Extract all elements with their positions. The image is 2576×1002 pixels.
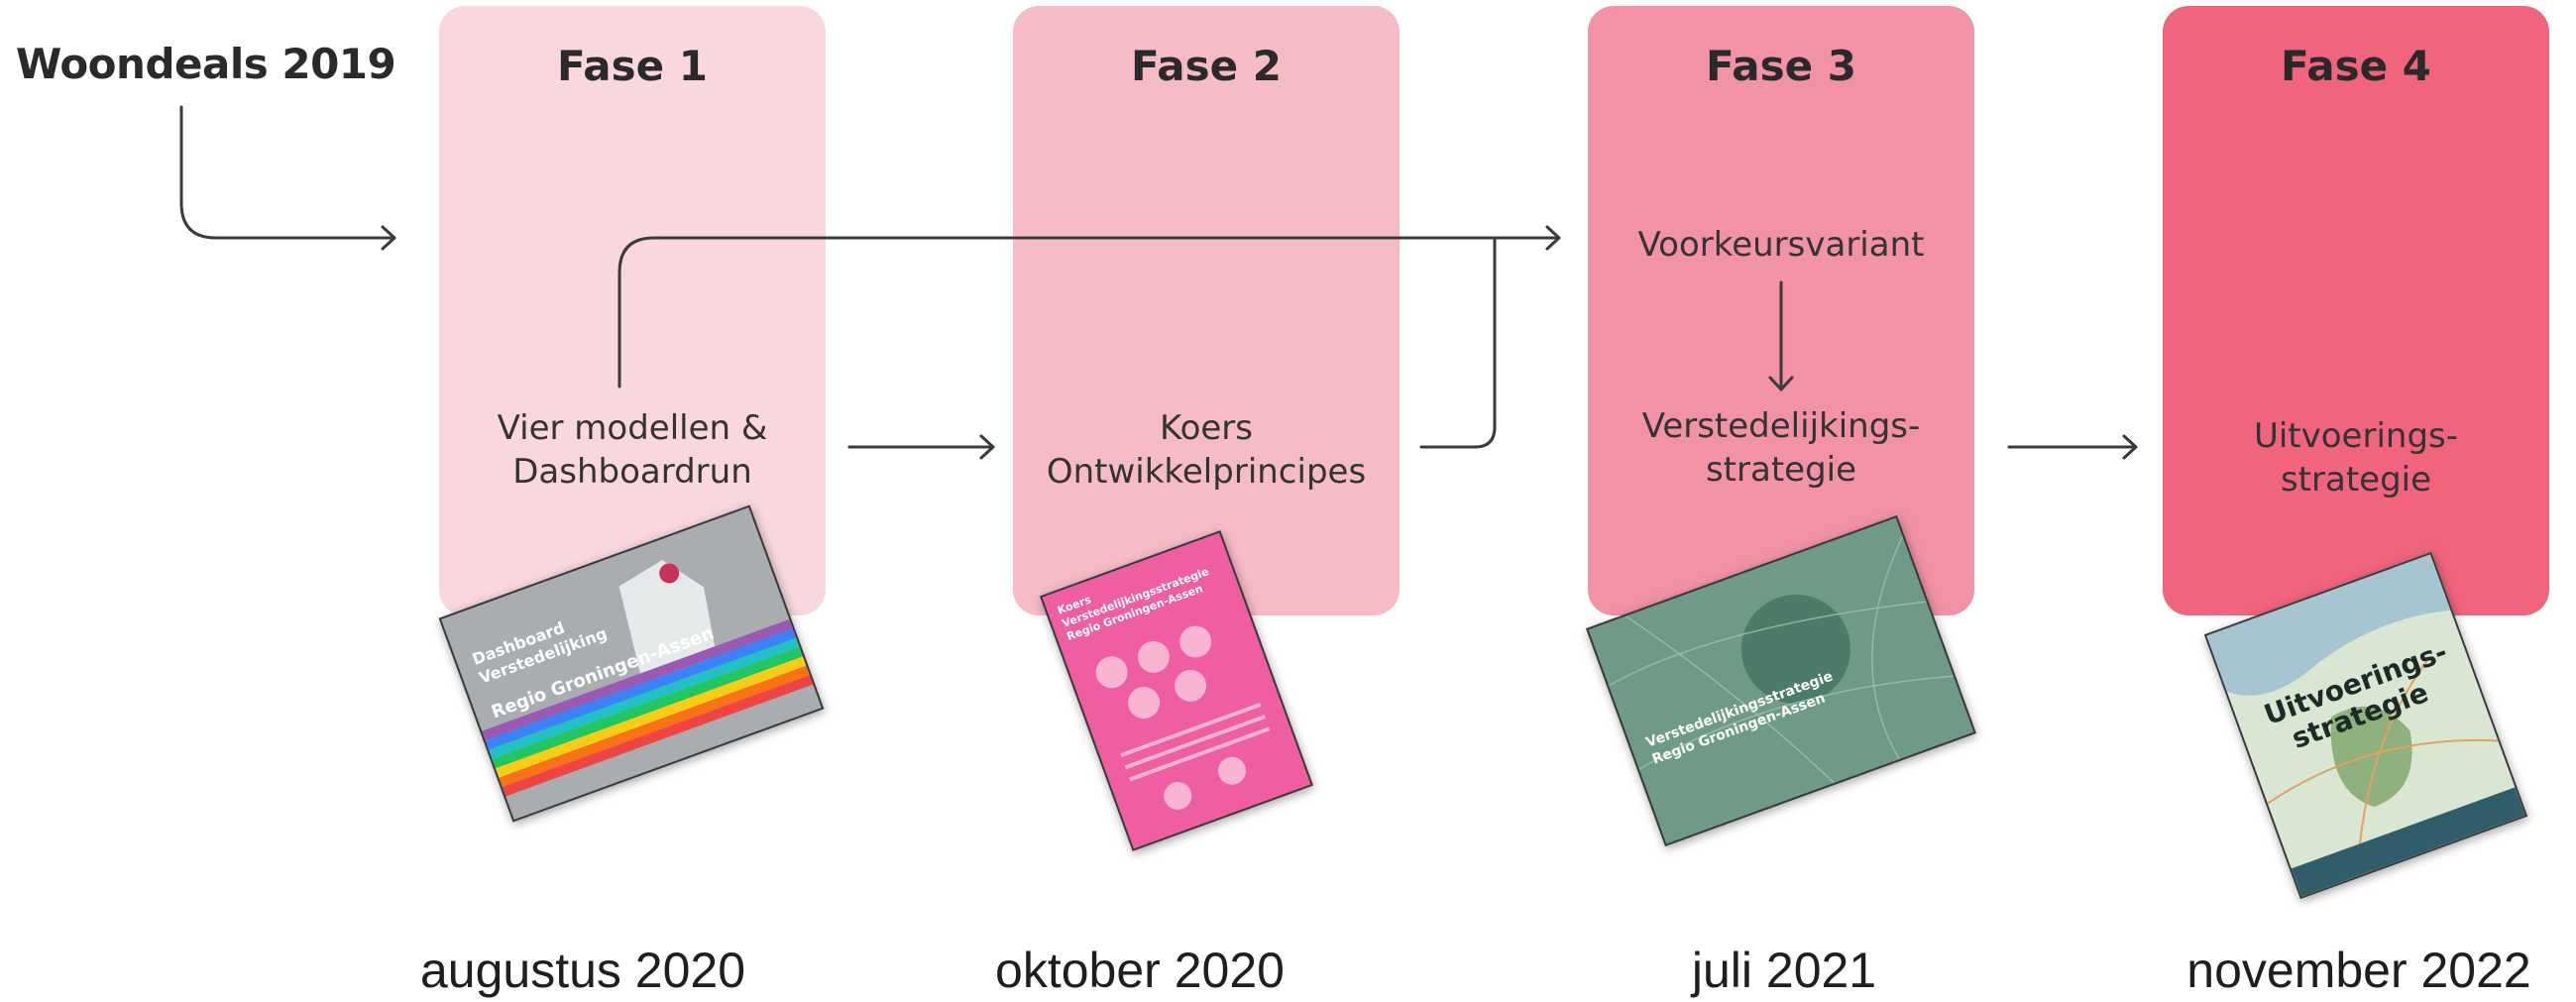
phase-1-step-line-2: Dashboardrun xyxy=(512,452,752,492)
phase-1-step: Vier modellen & Dashboardrun xyxy=(439,406,826,494)
map-illustration-icon xyxy=(2206,554,2525,897)
phase-1-cover: Dashboard Verstedelijking Regio Groninge… xyxy=(438,504,825,823)
phase-3-cover: Verstedelijkingsstrategie Regio Groninge… xyxy=(1586,514,1976,847)
arrow-phase-1-to-phase-3 xyxy=(617,236,1561,389)
rainbow-stripes-icon xyxy=(482,560,814,797)
phase-2-step-line-1: Koers xyxy=(1159,408,1253,448)
illustration-circles-icon xyxy=(1095,625,1271,810)
phase-4-title: Fase 4 xyxy=(2281,42,2431,90)
phase-3-step-bottom: Verstedelijkings- strategie xyxy=(1588,404,1974,492)
phase-1-title: Fase 1 xyxy=(557,42,708,90)
phase-1-step-line-1: Vier modellen & xyxy=(497,408,768,448)
phase-3-step-line-1: Voorkeursvariant xyxy=(1637,225,1925,265)
arrowhead-start xyxy=(381,225,396,251)
phase-2-cover: Koers Verstedelijkingsstrategie Regio Gr… xyxy=(1039,530,1314,851)
arrow-start-to-phase-1 xyxy=(179,105,396,240)
phase-2-step-line-2: Ontwikkelprincipes xyxy=(1046,452,1367,492)
phase-3-step-top: Voorkeursvariant xyxy=(1588,223,1974,267)
arrowhead-phase-2 xyxy=(979,434,995,460)
phase-2-date: oktober 2020 xyxy=(995,943,1285,998)
arrowhead-phase-4 xyxy=(2122,434,2138,460)
phase-1-date: augustus 2020 xyxy=(419,943,746,998)
phase-3-step-line-3: strategie xyxy=(1705,450,1857,490)
phase-1-box: Fase 1 xyxy=(439,6,826,615)
phase-4-step-line-1: Uitvoerings- xyxy=(2253,416,2459,456)
phase-4-box: Fase 4 xyxy=(2163,6,2549,615)
phase-3-date: juli 2021 xyxy=(1691,943,1877,998)
phase-4-date: november 2022 xyxy=(2186,943,2531,998)
phase-2-box: Fase 2 xyxy=(1013,6,1400,615)
map-illustration-icon xyxy=(1588,517,1974,844)
phase-4-cover: Uitvoerings- strategie xyxy=(2203,551,2528,900)
start-label: Woondeals 2019 xyxy=(16,40,396,88)
phase-3-title: Fase 3 xyxy=(1706,42,1856,90)
phase-4-step-line-2: strategie xyxy=(2280,460,2432,500)
arrowhead-phase-3-top xyxy=(1545,225,1561,251)
arrow-phase-2-to-top xyxy=(1419,236,1497,449)
arrowhead-phase-3-internal xyxy=(1768,376,1794,391)
phase-2-step: Koers Ontwikkelprincipes xyxy=(1013,406,1400,494)
phase-2-title: Fase 2 xyxy=(1131,42,1282,90)
phase-4-step: Uitvoerings- strategie xyxy=(2163,414,2549,501)
phase-3-step-line-2: Verstedelijkings- xyxy=(1641,406,1921,446)
